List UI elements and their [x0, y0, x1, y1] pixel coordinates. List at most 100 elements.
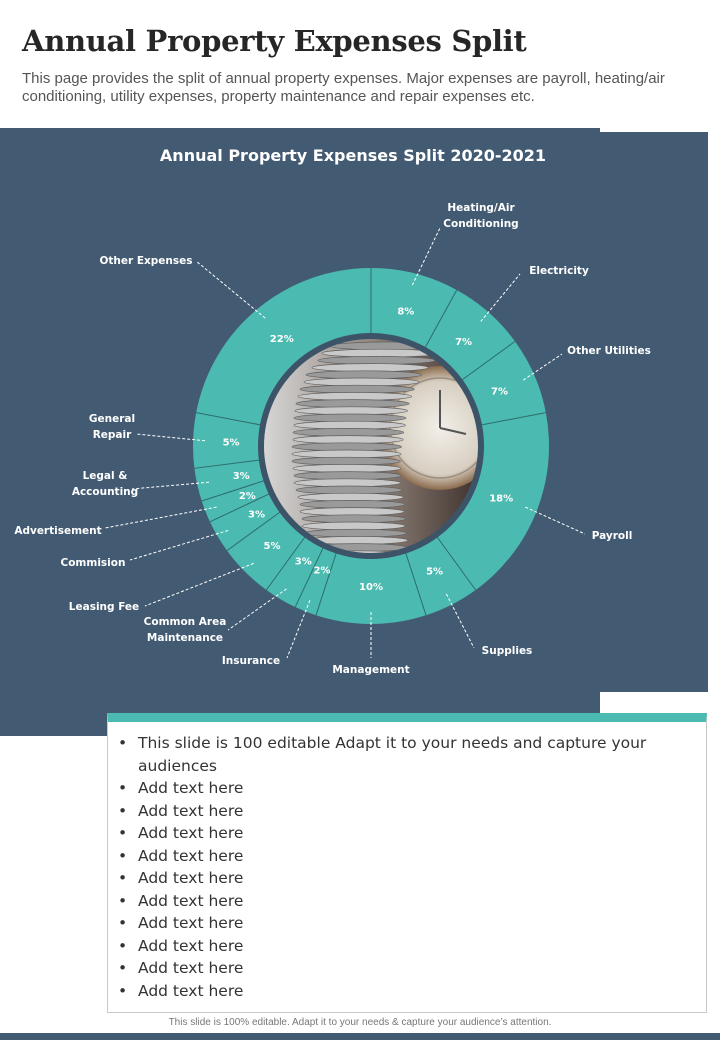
category-label: Other Expenses: [99, 255, 192, 267]
category-label: Management: [332, 664, 409, 676]
category-label-line: Insurance: [222, 655, 280, 667]
donut-slice: [209, 492, 283, 551]
slice-value-label: 18%: [489, 494, 513, 505]
leader-line: [144, 562, 254, 607]
bottom-bar: [0, 1033, 720, 1040]
slice-divider: [478, 412, 546, 426]
slice-value-label: 3%: [295, 556, 312, 567]
category-label-line: General: [89, 413, 135, 425]
category-label: Supplies: [482, 645, 533, 657]
leader-line: [227, 588, 287, 631]
category-label: Payroll: [592, 530, 633, 542]
donut-slice: [295, 545, 338, 616]
bullet-item: This slide is 100 editable Adapt it to y…: [118, 732, 696, 777]
footer-note: This slide is 100% editable. Adapt it to…: [168, 1017, 552, 1028]
category-label: Advertisement: [14, 525, 101, 537]
coin-shape: [293, 413, 407, 423]
category-label-line: Payroll: [592, 530, 633, 542]
slice-divider: [226, 510, 283, 552]
slice-value-label: 5%: [426, 567, 443, 578]
slice-value-label: 5%: [264, 541, 281, 552]
donut-slice: [226, 510, 307, 591]
category-label-line: Conditioning: [443, 218, 518, 230]
bullet-item: Add text here: [118, 957, 696, 980]
coin-shape: [293, 420, 406, 430]
leader-line: [135, 433, 206, 442]
slice-value-label: 5%: [223, 438, 240, 449]
coin-shape: [295, 485, 403, 495]
donut-slice: [371, 268, 457, 350]
bullet-item: Add text here: [118, 777, 696, 800]
category-label-line: Heating/Air: [447, 202, 515, 214]
donut-slice: [201, 479, 272, 522]
category-label: Legal & Accounting: [72, 470, 138, 498]
category-label: Insurance: [222, 655, 280, 667]
category-label: Electricity: [529, 265, 589, 277]
coin-shape: [299, 384, 415, 394]
category-label-line: Supplies: [482, 645, 533, 657]
leader-line: [523, 353, 563, 381]
category-label-line: Commision: [61, 557, 126, 569]
slice-value-label: 2%: [314, 566, 331, 577]
slice-value-label: 3%: [233, 471, 250, 482]
coin-shape: [311, 363, 429, 372]
leader-line: [411, 227, 441, 286]
bullet-item: Add text here: [118, 845, 696, 868]
category-label-line: Other Expenses: [99, 255, 192, 267]
slice-divider: [423, 289, 458, 350]
leader-line: [129, 530, 229, 561]
slice-divider: [265, 534, 307, 591]
slice-divider: [404, 550, 427, 616]
slice-value-label: 2%: [239, 491, 256, 502]
chart-panel-extension: [600, 132, 708, 692]
category-label: Other Utilities: [567, 345, 651, 357]
slice-divider: [194, 459, 262, 469]
category-label-line: Accounting: [72, 486, 138, 498]
leader-line: [445, 593, 475, 649]
donut-slice: [423, 290, 516, 382]
category-label: Commision: [61, 557, 126, 569]
coin-shape: [291, 449, 402, 459]
slice-divider: [201, 479, 267, 502]
slice-value-label: 8%: [397, 306, 414, 317]
bullet-item: Add text here: [118, 822, 696, 845]
donut-slice: [193, 412, 263, 469]
bullet-item: Add text here: [118, 800, 696, 823]
donut-slice: [266, 534, 325, 608]
donut-slice: [194, 459, 267, 502]
donut-chart: Annual Property Expenses Split 2020-2021…: [14, 146, 651, 676]
bullet-item: Add text here: [118, 867, 696, 890]
chart-title: Annual Property Expenses Split 2020-2021: [160, 146, 546, 165]
category-label-line: Other Utilities: [567, 345, 651, 357]
leader-line: [131, 481, 210, 490]
donut-slice: [459, 341, 546, 426]
coin-shape: [292, 464, 402, 473]
category-label-line: Leasing Fee: [69, 601, 139, 613]
page-title: Annual Property Expenses Split: [22, 24, 527, 58]
donut-slice: [404, 534, 476, 616]
slice-divider: [435, 534, 477, 591]
slice-value-label: 22%: [270, 334, 294, 345]
category-label-line: Legal &: [83, 470, 128, 482]
coin-shape: [292, 428, 405, 437]
coin-shape: [293, 478, 401, 488]
coin-shape: [299, 507, 405, 516]
bullet-item: Add text here: [118, 912, 696, 935]
category-label-line: Maintenance: [147, 632, 223, 644]
category-label-line: Common Area: [144, 616, 227, 628]
leader-line: [286, 600, 311, 659]
slice-divider: [196, 412, 264, 426]
coin-shape: [301, 514, 406, 524]
bullet-item: Add text here: [118, 980, 696, 1003]
category-label-line: Repair: [93, 429, 132, 441]
slice-divider: [459, 340, 516, 382]
text-box: This slide is 100 editable Adapt it to y…: [107, 713, 707, 1013]
coin-shape: [295, 399, 410, 408]
coin-shape: [297, 492, 404, 502]
leader-line: [104, 506, 217, 529]
category-label: Leasing Fee: [69, 601, 139, 613]
bullet-item: Add text here: [118, 890, 696, 913]
